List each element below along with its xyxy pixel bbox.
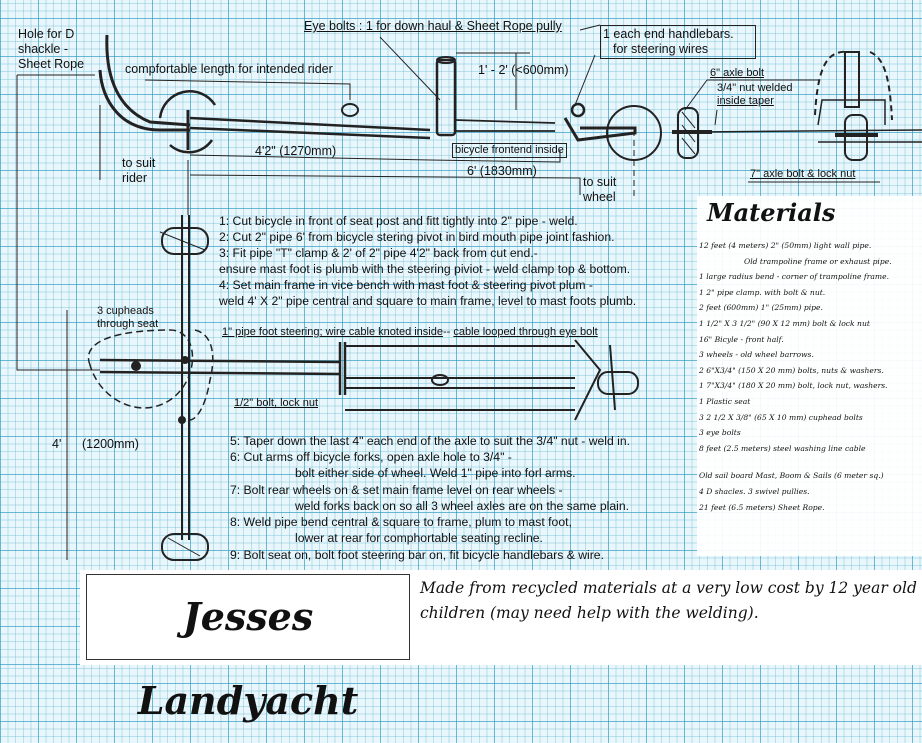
label-separator: -- <box>442 326 454 338</box>
label-seat-to-mast: 4'2" (1270mm) <box>255 144 337 158</box>
side-view-drawing <box>98 34 922 161</box>
step-line: lower at rear for comphortable seating r… <box>295 531 543 545</box>
label-half-bolt: 1/2" bolt, lock nut <box>234 397 319 409</box>
label-comfortable-length: compfortable length for intended rider <box>125 62 333 76</box>
label-line: 3/4" nut welded <box>717 82 793 94</box>
label-frame-length: 6' (1830mm) <box>467 164 537 178</box>
label-to-suit-rider: to suit rider <box>122 156 155 186</box>
label-line: Hole for D <box>18 27 75 41</box>
materials-item: 1 2" pipe clamp. with bolt & nut. <box>699 287 826 297</box>
label-nut-welded: 3/4" nut welded inside taper <box>717 82 792 108</box>
step-line: 3: Fit pipe "T" clamp & 2' of 2" pipe 4'… <box>219 246 538 260</box>
materials-item: 2 feet (600mm) 1" (25mm) pipe. <box>699 303 823 313</box>
project-description: Made from recycled materials at a very l… <box>420 579 917 622</box>
materials-item: 3 eye bolts <box>699 428 741 438</box>
label-line: for steering wires <box>613 42 709 56</box>
step-line: 2: Cut 2" pipe 6' from bicycle stering p… <box>219 230 615 244</box>
label-line: shackle - <box>18 42 69 56</box>
label-cable-looped: cable looped through eye bolt <box>453 326 598 338</box>
step-line: ensure mast foot is plumb with the steer… <box>219 262 631 276</box>
step-line: 5: Taper down the last 4" each end of th… <box>230 434 631 448</box>
step-line: 7: Bolt rear wheels on & set main frame … <box>230 483 563 497</box>
handlebars-note-box: 1 each end handlebars. for steering wire… <box>600 25 756 59</box>
label-line: rider <box>122 171 148 185</box>
label-hole-for-d-shackle: Hole for D shackle - Sheet Rope <box>18 27 84 72</box>
label-line: inside taper <box>717 95 774 107</box>
materials-item: 2 6"X3/4" (150 X 20 mm) bolts, nuts & wa… <box>699 365 884 375</box>
step-line: 9: Bolt seat on, bolt foot steering bar … <box>230 548 604 562</box>
materials-item: 1 1/2" X 3 1/2" (90 X 12 mm) bolt & lock… <box>699 318 870 328</box>
materials-item: 8 feet (2.5 meters) steel washing line c… <box>699 443 866 453</box>
label-foot-steering: 1" pipe foot steering; wire cable knoted… <box>222 326 443 338</box>
materials-panel: Materials 12 feet (4 meters) 2" (50mm) l… <box>697 196 922 556</box>
label-line: wheel <box>583 190 616 204</box>
step-line: 4: Set main frame in vice bench with mas… <box>219 278 593 292</box>
materials-item: Old sail board Mast, Boom & Sails (6 met… <box>699 471 884 481</box>
label-axle-width: 4' <box>52 437 62 451</box>
dimension-lines <box>16 24 880 560</box>
label-line: 1 each end handlebars. <box>603 27 734 41</box>
materials-item: 16" Bicyle - front half. <box>699 334 784 344</box>
landyacht-sketch <box>16 24 922 561</box>
title-banner: Jesses Landyacht Made from recycled mate… <box>80 570 922 723</box>
materials-item: 3 2 1/2 X 3/8" (65 X 10 mm) cuphead bolt… <box>699 412 863 422</box>
label-foot-steering-row: 1" pipe foot steering; wire cable knoted… <box>222 326 598 339</box>
step-line: 1: Cut bicycle in front of seat post and… <box>219 214 578 228</box>
materials-item: 1 Plastic seat <box>699 396 751 406</box>
step-line: weld 4' X 2" pipe central and square to … <box>219 294 637 308</box>
materials-item: 1 7"X3/4" (180 X 20 mm) bolt, lock nut, … <box>699 381 888 391</box>
label-eye-bolts: Eye bolts : 1 for down haul & Sheet Rope… <box>304 19 562 33</box>
materials-item <box>699 456 892 468</box>
label-line: to suit <box>122 156 156 170</box>
label-line: Sheet Rope <box>18 57 85 71</box>
label-axle-bolt-6: 6" axle bolt <box>710 67 765 79</box>
label-line: 3 cupheads <box>97 305 154 317</box>
label-axle-width-mm: (1200mm) <box>82 437 139 451</box>
materials-item: 3 wheels - old wheel barrows. <box>699 350 814 360</box>
step-line: weld forks back on so all 3 wheel axles … <box>295 499 629 513</box>
label-line: through seat <box>97 318 159 330</box>
label-axle-bolt-7: 7" axle bolt & lock nut <box>750 168 856 180</box>
label-line: to suit <box>583 175 617 189</box>
label-bicycle-frontend: bicycle frontend inside <box>452 143 567 158</box>
materials-item: 1 large radius bend - corner of trampoli… <box>699 272 890 282</box>
label-to-suit-wheel: to suit wheel <box>583 175 616 205</box>
materials-title: Materials <box>707 198 836 227</box>
materials-item: 12 feet (4 meters) 2" (50mm) light wall … <box>699 241 872 250</box>
top-view-drawing <box>87 215 639 561</box>
project-title: Jesses Landyacht <box>86 574 410 723</box>
materials-item: 21 feet (6.5 meters) Sheet Rope. <box>699 502 825 512</box>
step-line: 6: Cut arms off bicycle forks, open axle… <box>230 450 512 464</box>
label-mast-height: 1' - 2' (<600mm) <box>478 63 569 77</box>
step-line: bolt either side of wheel. Weld 1" pipe … <box>295 466 576 480</box>
materials-list: 12 feet (4 meters) 2" (50mm) light wall … <box>699 238 892 515</box>
materials-item: Old trampoline frame or exhaust pipe. <box>744 256 892 266</box>
label-cupheads: 3 cupheads through seat <box>97 305 158 331</box>
materials-item: 4 D shacles. 3 swivel pullies. <box>699 486 810 496</box>
step-line: 8: Weld pipe bend central & square to fr… <box>230 515 572 529</box>
